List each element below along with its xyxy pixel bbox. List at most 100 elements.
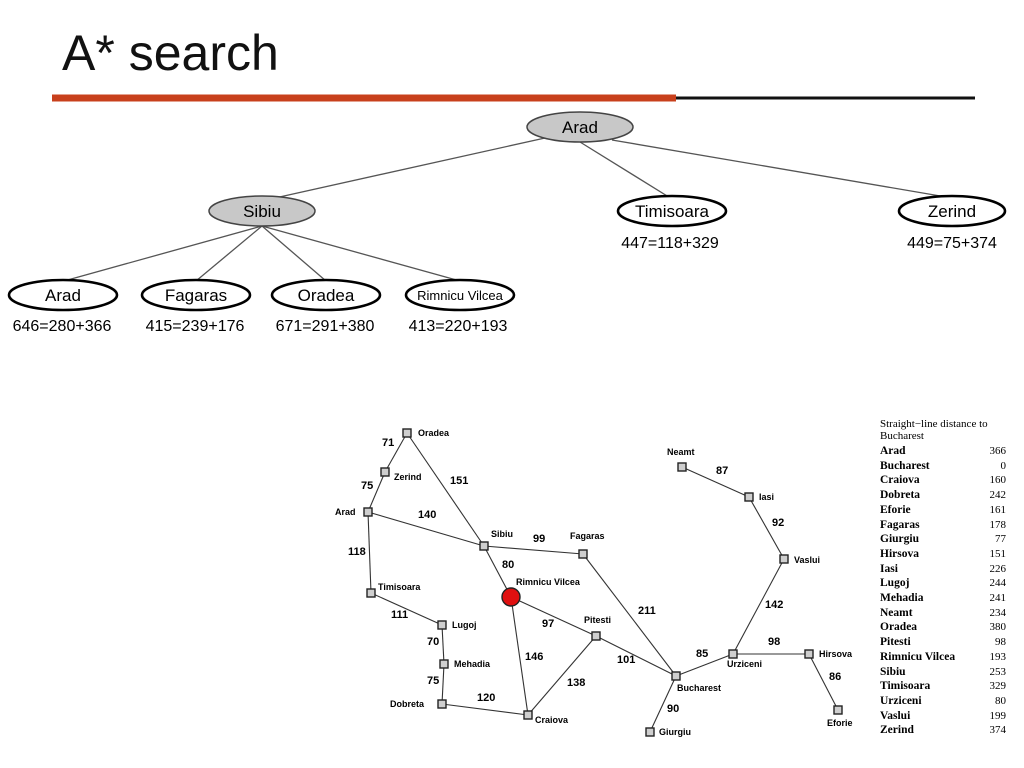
tree-node-value: 447=118+329 xyxy=(621,235,719,252)
tree-edge xyxy=(195,225,263,282)
city-marker-neamt xyxy=(677,462,687,472)
distance-label: 120 xyxy=(477,692,495,704)
city-label-oradea: Oradea xyxy=(418,428,450,438)
city-label-timisoara: Timisoara xyxy=(378,582,421,592)
road-pitesti-bucharest xyxy=(595,635,677,677)
legend-value: 226 xyxy=(989,562,1007,575)
legend-value: 380 xyxy=(989,621,1007,634)
road-zerind-arad xyxy=(367,471,386,513)
distance-label: 70 xyxy=(427,636,439,648)
distance-label: 101 xyxy=(617,654,635,666)
road-rimnicu-pitesti xyxy=(510,596,597,637)
city-label-giurgiu: Giurgiu xyxy=(659,727,691,737)
legend-value: 242 xyxy=(989,489,1007,502)
city-marker-arad xyxy=(363,507,373,517)
city-label-lugoj: Lugoj xyxy=(452,620,477,630)
legend-value: 80 xyxy=(995,694,1006,707)
legend-value: 161 xyxy=(989,503,1007,516)
distance-label: 85 xyxy=(696,648,708,660)
city-marker-sibiu xyxy=(479,541,489,551)
tree-node-fagaras: Fagaras 415=239+176 xyxy=(140,278,252,335)
tree-node-oradea: Oradea 671=291+380 xyxy=(270,278,382,335)
tree-node-rimnicu-vilcea: Rimnicu Vilcea 413=220+193 xyxy=(404,278,516,335)
distance-label: 80 xyxy=(502,559,514,571)
city-label-mehadia: Mehadia xyxy=(454,659,491,669)
legend-city: Giurgiu xyxy=(880,533,919,546)
legend-value: 193 xyxy=(989,650,1007,663)
legend-value: 253 xyxy=(989,665,1007,678)
legend-city: Sibiu xyxy=(880,665,906,678)
legend-city: Zerind xyxy=(880,724,914,737)
distance-label: 142 xyxy=(765,599,783,611)
distance-label: 92 xyxy=(772,517,784,529)
legend-city: Bucharest xyxy=(880,459,930,472)
city-marker-hirsova xyxy=(804,649,814,659)
city-label-vaslui: Vaslui xyxy=(794,555,820,565)
legend-value: 160 xyxy=(989,474,1007,487)
city-marker-fagaras xyxy=(578,549,588,559)
romania-map: 71 75 151 140 118 111 70 75 120 99 80 97… xyxy=(335,428,853,737)
legend-value: 329 xyxy=(989,680,1007,693)
road-lugoj-mehadia xyxy=(441,624,445,665)
legend-city: Fagaras xyxy=(880,518,920,531)
legend-value: 241 xyxy=(989,592,1007,605)
tree-edge xyxy=(261,225,461,282)
city-marker-pitesti xyxy=(591,631,601,641)
legend-value: 178 xyxy=(989,518,1007,531)
legend-city: Eforie xyxy=(880,503,911,516)
legend-city: Neamt xyxy=(880,606,913,619)
tree-node-label: Rimnicu Vilcea xyxy=(417,288,504,303)
legend-city: Lugoj xyxy=(880,577,910,590)
legend-city: Rimnicu Vilcea xyxy=(880,650,956,663)
city-label-pitesti: Pitesti xyxy=(584,615,611,625)
slide-title: A* search xyxy=(62,25,279,81)
legend-row: Rimnicu Vilcea 193 xyxy=(880,650,1008,665)
city-marker-bucharest xyxy=(671,671,681,681)
road-vaslui-iasi xyxy=(748,496,785,560)
city-label-bucharest: Bucharest xyxy=(677,683,721,693)
city-marker-dobreta xyxy=(437,699,447,709)
city-marker-vaslui xyxy=(779,554,789,564)
city-label-fagaras: Fagaras xyxy=(570,531,605,541)
tree-node-label: Fagaras xyxy=(165,286,227,305)
distance-label: 86 xyxy=(829,671,841,683)
legend-row: Eforie 161 xyxy=(880,503,1008,518)
city-marker-eforie xyxy=(833,705,843,715)
distance-label: 140 xyxy=(418,509,436,521)
legend-value: 0 xyxy=(1000,459,1007,472)
road-dobreta-craiova xyxy=(441,703,529,716)
road-arad-timisoara xyxy=(367,511,372,594)
distance-label: 90 xyxy=(667,703,679,715)
city-label-craiova: Craiova xyxy=(535,715,569,725)
legend-city: Timisoara xyxy=(880,680,931,693)
city-marker-craiova xyxy=(523,710,533,720)
legend-value: 366 xyxy=(989,445,1007,457)
distance-label: 211 xyxy=(638,605,656,617)
tree-node-value: 413=220+193 xyxy=(409,318,508,335)
legend-row: Timisoara 329 xyxy=(880,679,1008,694)
road-oradea-zerind xyxy=(384,432,408,473)
road-bucharest-urziceni xyxy=(675,653,734,677)
city-marker-zerind xyxy=(380,467,390,477)
city-label-hirsova: Hirsova xyxy=(819,649,853,659)
tree-node-timisoara: Timisoara 447=118+329 xyxy=(616,194,728,252)
city-marker-timisoara xyxy=(366,588,376,598)
tree-node-sibiu: Sibiu xyxy=(208,195,316,227)
city-label-iasi: Iasi xyxy=(759,492,774,502)
city-marker-urziceni xyxy=(728,649,738,659)
tree-node-label: Zerind xyxy=(928,202,976,221)
tree-node-value: 646=280+366 xyxy=(13,318,112,335)
road-bucharest-giurgiu xyxy=(649,675,677,733)
legend-city: Arad xyxy=(880,445,906,457)
distance-label: 75 xyxy=(427,675,439,687)
tree-edge xyxy=(611,139,953,199)
road-timisoara-lugoj xyxy=(370,592,443,626)
